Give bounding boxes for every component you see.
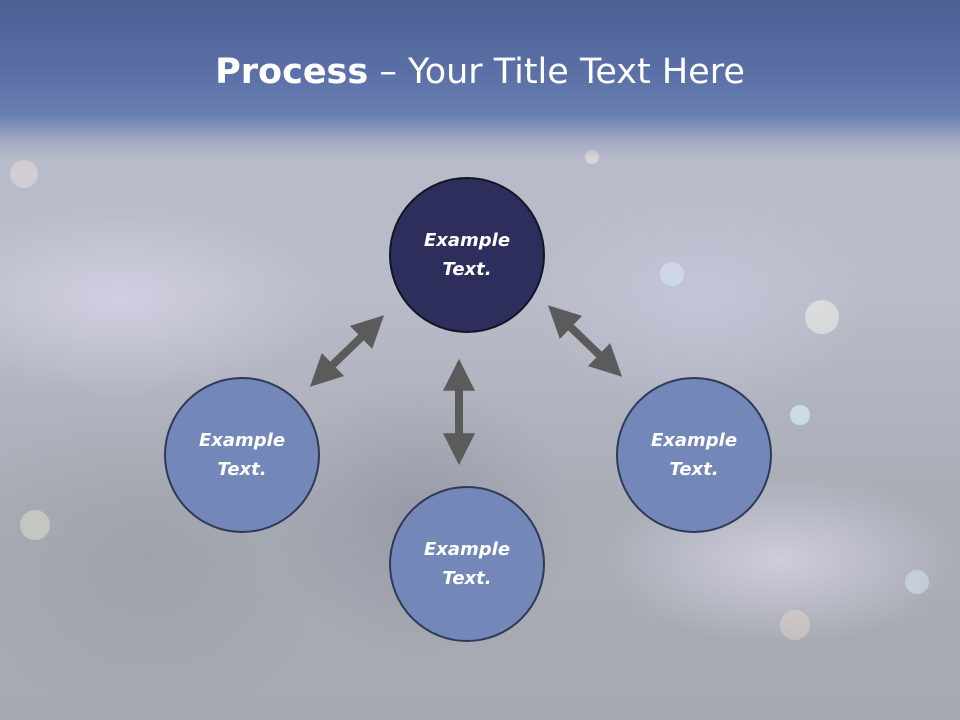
process-node-right-label: Example Text. xyxy=(650,430,738,480)
double-arrow-top-right xyxy=(547,305,623,377)
double-arrow-top-left xyxy=(309,315,385,387)
title-bar xyxy=(0,0,960,160)
process-node-right: Example Text. xyxy=(616,377,772,533)
background-sparkle xyxy=(780,610,810,640)
slide-title-rest: – Your Title Text Here xyxy=(368,52,745,92)
background-sparkle xyxy=(20,510,50,540)
background-sparkle xyxy=(660,262,684,286)
slide-title-bold: Process xyxy=(215,52,369,92)
background-sparkle xyxy=(10,160,38,188)
process-node-bottom-label: Example Text. xyxy=(423,539,511,589)
background-sparkle xyxy=(790,405,810,425)
background-sparkle xyxy=(905,570,929,594)
background-sparkle xyxy=(805,300,839,334)
slide-title: Process – Your Title Text Here xyxy=(0,52,960,92)
process-node-top-label: Example Text. xyxy=(423,230,511,280)
process-node-top: Example Text. xyxy=(389,177,545,333)
process-node-bottom: Example Text. xyxy=(389,486,545,642)
process-node-left: Example Text. xyxy=(164,377,320,533)
process-node-left-label: Example Text. xyxy=(198,430,286,480)
